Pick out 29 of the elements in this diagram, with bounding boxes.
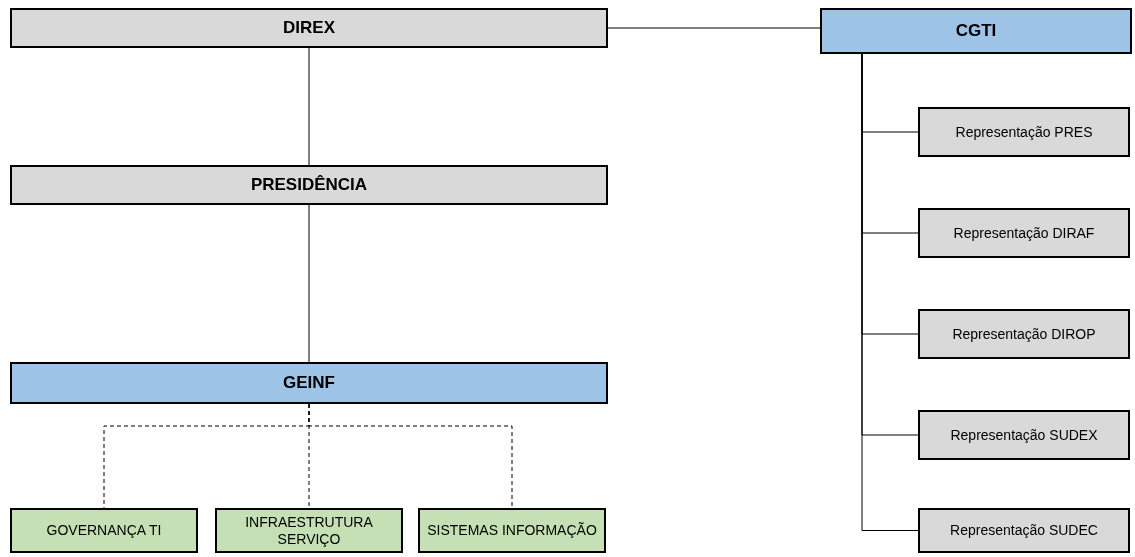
org-box <box>215 508 403 553</box>
org-unit-name: Representação DIRAF <box>953 224 1095 242</box>
org-unit-name: SISTEMAS INFORMAÇÃO <box>427 522 597 539</box>
org-unit-name: PRESIDÊNCIA <box>250 174 368 196</box>
connector-line <box>607 27 821 29</box>
org-unit-name: Representação SUDEC <box>950 522 1098 539</box>
connector-line <box>308 403 513 509</box>
org-box <box>918 208 1130 258</box>
org-box <box>820 8 1132 54</box>
org-unit-name: Representação SUDEX <box>950 426 1098 444</box>
org-unit-name: GOVERNANÇA TI <box>46 522 162 539</box>
org-box <box>918 410 1130 460</box>
org-box <box>918 508 1130 553</box>
org-box <box>10 165 608 205</box>
org-box <box>918 107 1130 157</box>
org-box <box>418 508 606 553</box>
org-unit-name: Representação PRES <box>955 123 1093 141</box>
org-box <box>10 8 608 48</box>
org-unit-name: CGTI <box>955 20 997 42</box>
connector-line <box>861 53 919 531</box>
org-box <box>918 309 1130 359</box>
org-box <box>10 508 198 553</box>
org-box <box>10 362 608 404</box>
connector-line <box>308 204 310 363</box>
org-unit-name: DIREX <box>283 17 335 39</box>
org-unit-name: INFRAESTRUTURA SERVIÇO <box>244 513 374 548</box>
org-unit-name: Representação DIROP <box>952 325 1096 343</box>
connector-line <box>308 47 310 166</box>
org-unit-name: GEINF <box>283 372 335 394</box>
